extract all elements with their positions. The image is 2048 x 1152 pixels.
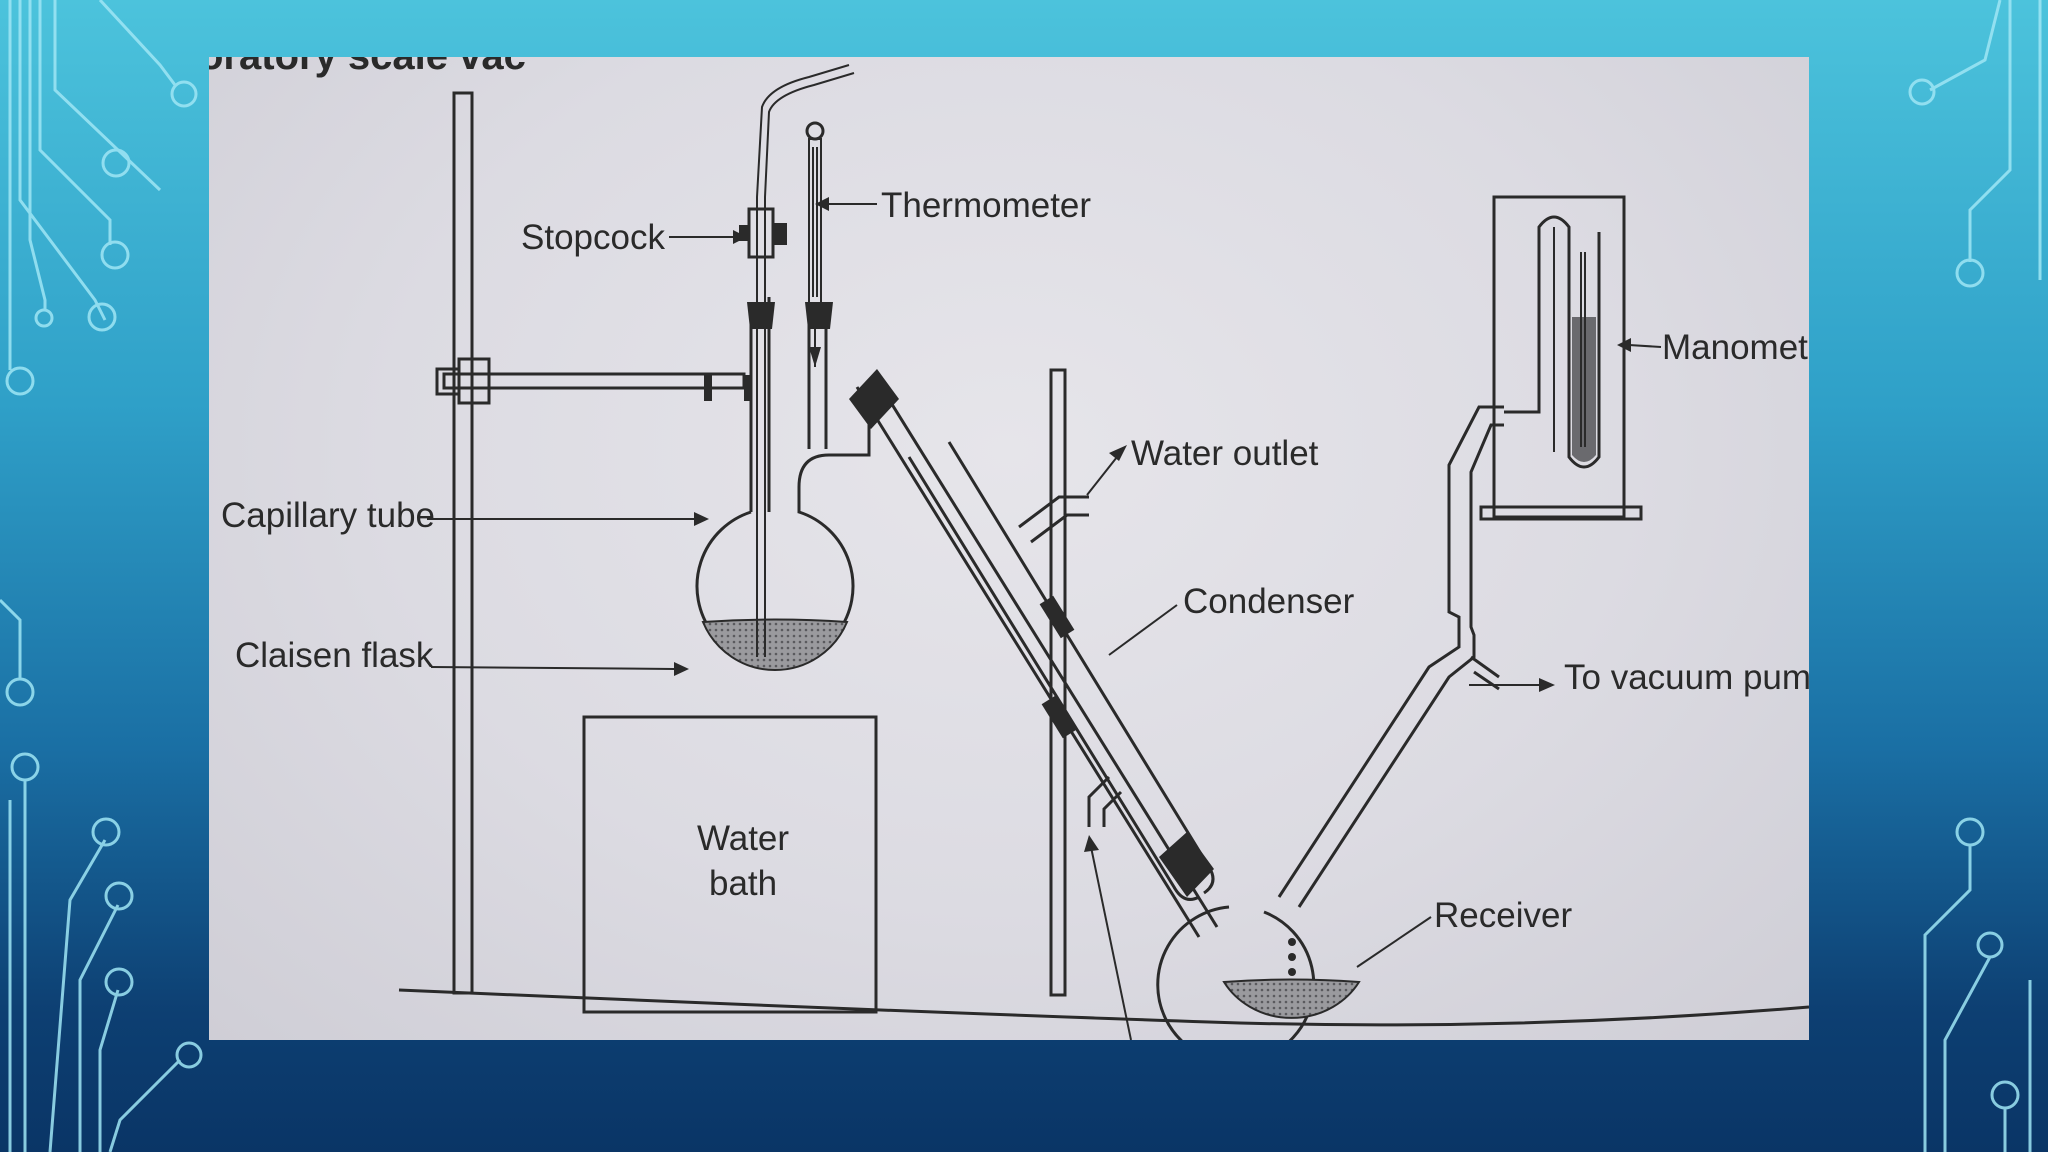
- label-claisen-flask: Claisen flask: [235, 636, 434, 675]
- water-bath-label-2: bath: [709, 864, 777, 903]
- condenser: [849, 369, 1219, 938]
- vacuum-line: [1277, 405, 1504, 908]
- left-retort-stand: [435, 91, 752, 995]
- water-bath-label-1: Water: [697, 819, 789, 858]
- label-stopcock: Stopcock: [521, 218, 665, 257]
- bench-line: [398, 988, 1809, 1027]
- receiver-flask: [1156, 905, 1361, 1040]
- manometer: [1479, 195, 1643, 521]
- label-water-outlet: Water outlet: [1131, 434, 1319, 473]
- label-capillary-tube: Capillary tube: [221, 496, 435, 535]
- header-fragment: oratory scale vac: [209, 57, 526, 78]
- vacuum-distillation-diagram: oratory scale vac Water bath: [209, 57, 1809, 1040]
- label-to-vacuum-pump: To vacuum pump: [1564, 658, 1809, 697]
- label-thermometer: Thermometer: [881, 186, 1091, 225]
- water-bath: [582, 715, 878, 1014]
- claisen-flask: [695, 297, 871, 671]
- diagram-photo: oratory scale vac Water bath: [209, 57, 1809, 1040]
- label-receiver: Receiver: [1434, 896, 1572, 935]
- label-condenser: Condenser: [1183, 582, 1355, 621]
- label-manometer: Manometer: [1662, 328, 1809, 367]
- middle-retort-stand: [1049, 368, 1067, 997]
- thermometer: [805, 121, 825, 367]
- capillary-tube-assembly: [739, 64, 855, 657]
